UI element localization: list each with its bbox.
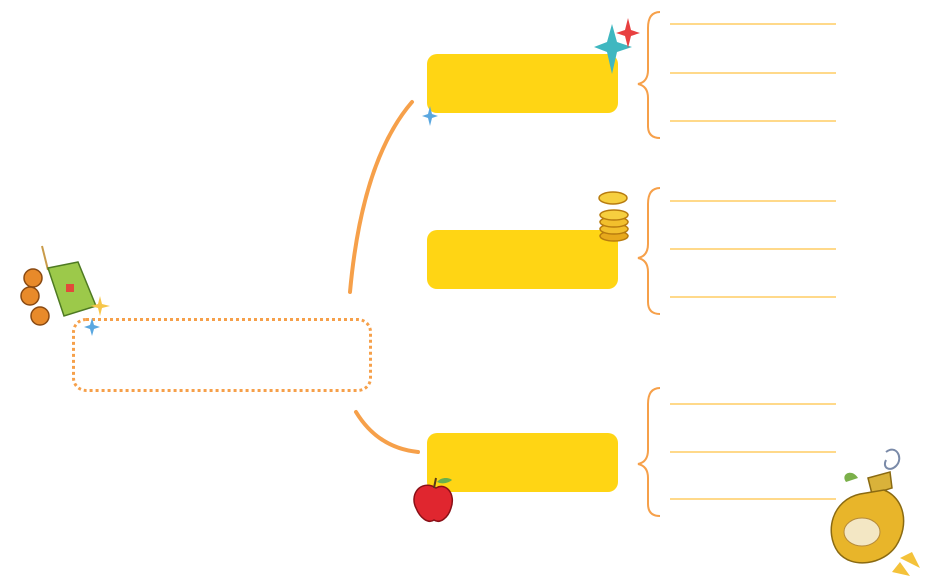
connector-to-branch-1	[350, 102, 412, 292]
answer-lines-branch-3	[670, 404, 836, 499]
branch-box-1[interactable]	[427, 54, 618, 113]
brace-branch-1	[638, 12, 660, 138]
branch-box-3[interactable]	[427, 433, 618, 492]
answer-lines-branch-2	[670, 201, 836, 297]
answer-lines-branch-1	[670, 24, 836, 121]
brace-branch-3	[638, 388, 660, 516]
brace-branch-2	[638, 188, 660, 314]
connector-to-branch-3	[356, 412, 418, 452]
branch-box-2[interactable]	[427, 230, 618, 289]
root-topic-box[interactable]	[72, 318, 372, 392]
